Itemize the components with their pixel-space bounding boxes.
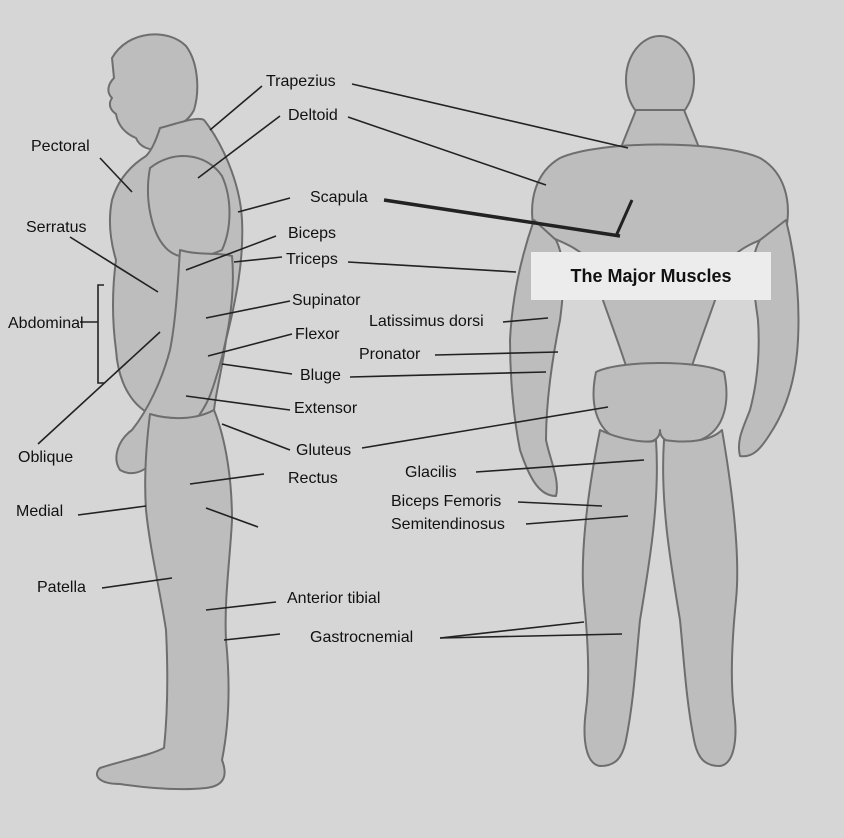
label-biceps: Biceps: [288, 225, 336, 243]
label-deltoid: Deltoid: [288, 107, 338, 125]
label-supinator: Supinator: [292, 292, 361, 310]
side-view-figure: [97, 34, 242, 789]
label-trapezius: Trapezius: [266, 73, 336, 91]
label-pectoral: Pectoral: [31, 138, 90, 156]
label-semitendinosus: Semitendinosus: [391, 516, 505, 534]
label-scapula: Scapula: [310, 189, 368, 207]
label-gastrocnemial: Gastrocnemial: [310, 629, 413, 647]
label-anterior-tibial: Anterior tibial: [287, 590, 380, 608]
label-oblique: Oblique: [18, 449, 73, 467]
label-bluge: Bluge: [300, 367, 341, 385]
label-latissimus-dorsi: Latissimus dorsi: [369, 313, 484, 331]
label-extensor: Extensor: [294, 400, 357, 418]
label-pronator: Pronator: [359, 346, 420, 364]
label-biceps-femoris: Biceps Femoris: [391, 493, 501, 511]
label-patella: Patella: [37, 579, 86, 597]
label-flexor: Flexor: [295, 326, 339, 344]
label-abdominal: Abdominal: [8, 315, 84, 333]
label-serratus: Serratus: [26, 219, 86, 237]
label-rectus: Rectus: [288, 470, 338, 488]
label-glacilis: Glacilis: [405, 464, 457, 482]
title-box: The Major Muscles: [531, 252, 771, 300]
diagram-title: The Major Muscles: [570, 266, 731, 287]
label-triceps: Triceps: [286, 251, 338, 269]
label-medial: Medial: [16, 503, 63, 521]
back-view-figure: [510, 36, 799, 766]
label-gluteus: Gluteus: [296, 442, 351, 460]
